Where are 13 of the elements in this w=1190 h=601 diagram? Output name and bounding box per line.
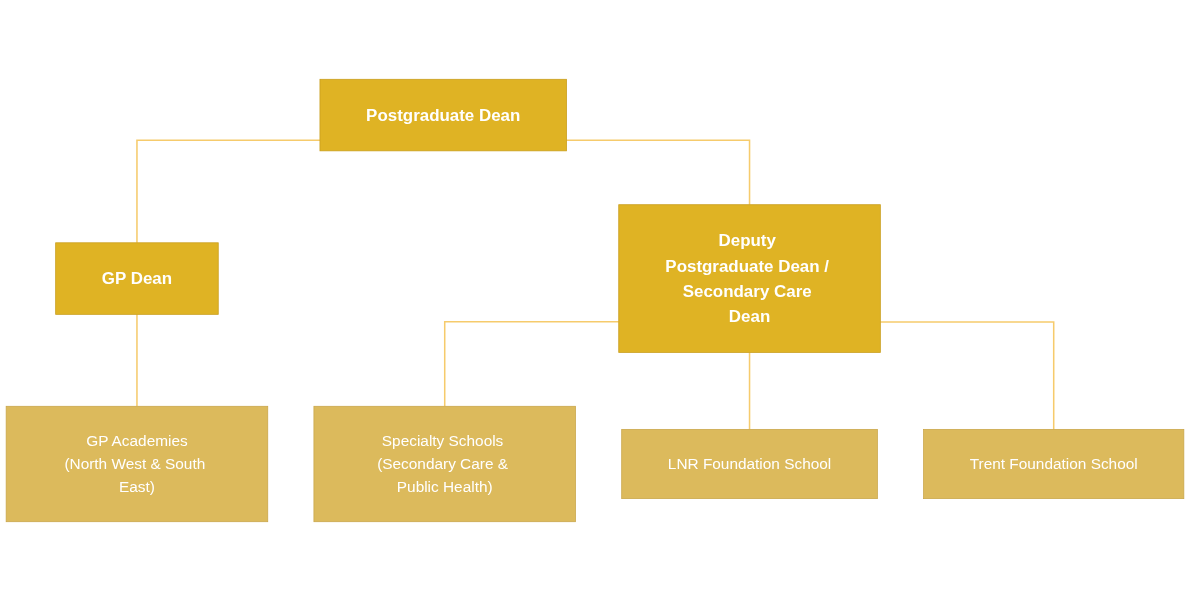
connector (136, 313, 138, 408)
node-box: Deputy Postgraduate Dean / Secondary Care Dean (618, 204, 881, 353)
node-box: LNR Foundation School (621, 429, 878, 499)
node-box: Specialty Schools (Secondary Care & Public Health) (313, 405, 576, 523)
connector (565, 139, 751, 206)
node-box: Trent Foundation School (923, 429, 1185, 499)
node-box: GP Dean (55, 242, 219, 315)
node-box: Postgraduate Dean (319, 78, 567, 152)
node-box: GP Academies (North West & South East) (5, 405, 269, 523)
connector (748, 351, 751, 431)
connector (443, 321, 620, 408)
connector (879, 321, 1055, 431)
connector (136, 139, 321, 244)
